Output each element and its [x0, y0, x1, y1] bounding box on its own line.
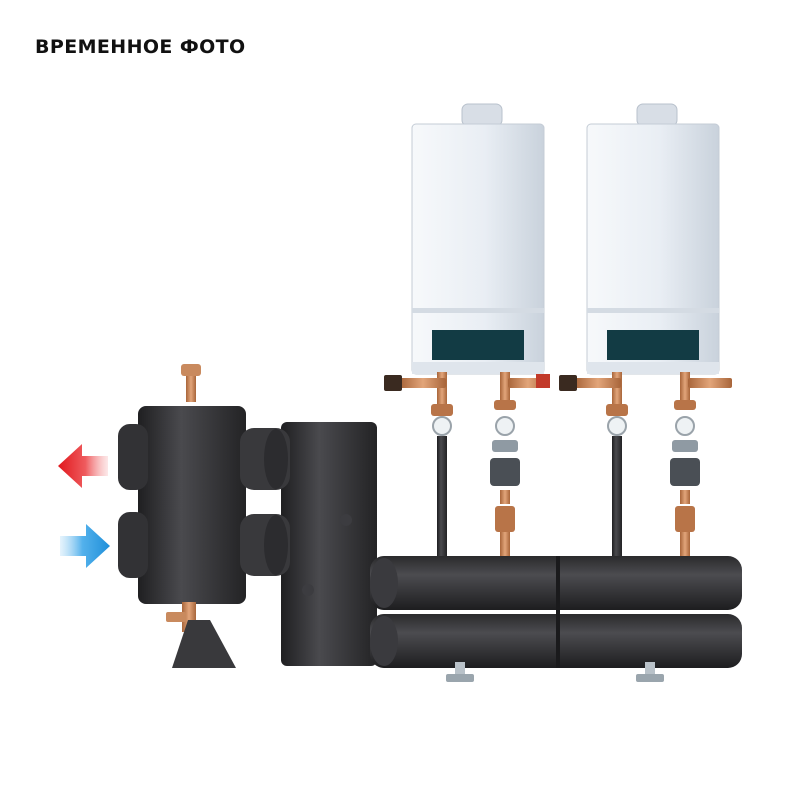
hydraulic-separator — [118, 364, 290, 668]
cold-water-return-arrow — [60, 524, 110, 568]
hot-water-outlet-arrow — [58, 444, 108, 488]
caption-temporary-photo: ВРЕМЕННОЕ ФОТО — [35, 36, 246, 58]
boiler-right — [586, 103, 720, 375]
manifold — [370, 556, 742, 682]
collector-column — [281, 422, 377, 666]
boiler-left — [411, 103, 545, 375]
boiler-right-connections — [559, 372, 732, 558]
boiler-left-connections — [384, 372, 550, 558]
